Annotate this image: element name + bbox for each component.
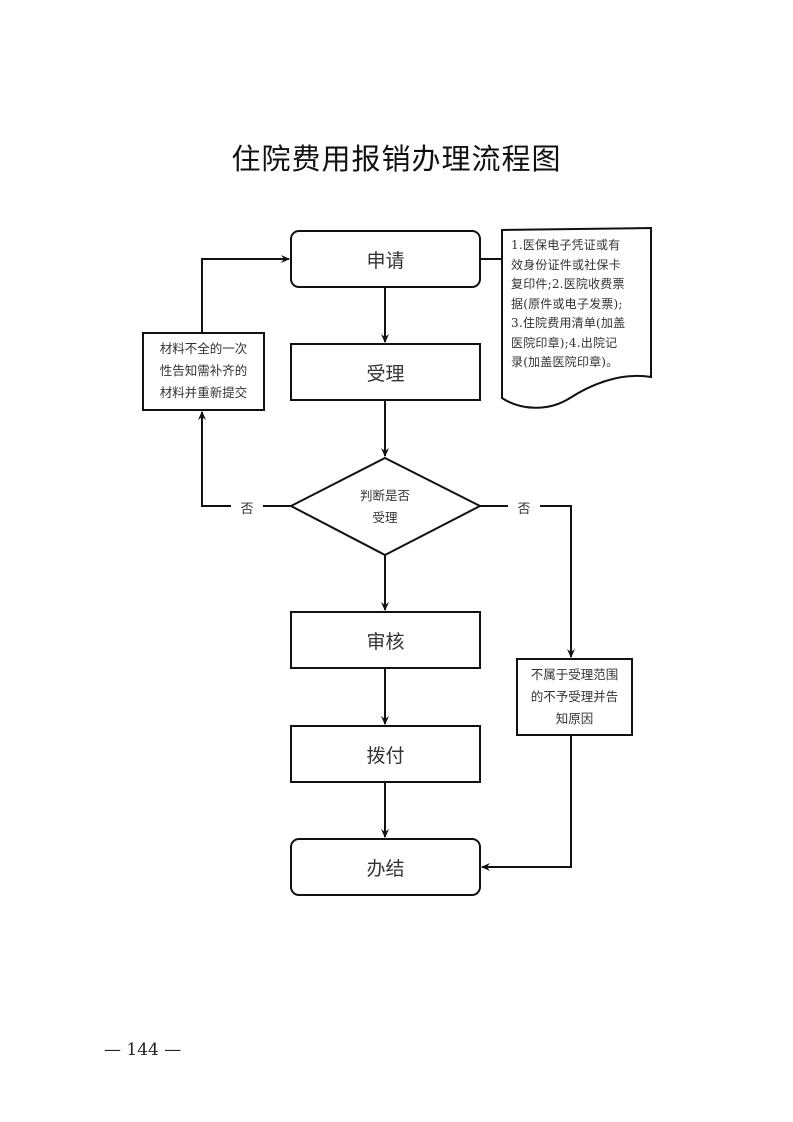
page-title: 住院费用报销办理流程图 xyxy=(231,142,562,176)
note-line: 3.住院费用清单(加盖 xyxy=(511,316,626,330)
note-line: 1.医保电子凭证或有 xyxy=(511,238,621,252)
incomplete-node xyxy=(142,332,265,411)
incomplete-line: 性告知需补齐的 xyxy=(159,363,248,378)
note-line: 医院印章);4.出院记 xyxy=(511,335,618,350)
right-no-label: 否 xyxy=(517,502,531,517)
reject-line: 不属于受理范围 xyxy=(530,667,619,682)
note-line: 效身份证件或社保卡 xyxy=(511,257,621,272)
note-line: 录(加盖医院印章)。 xyxy=(511,355,619,369)
reject-label: 不属于受理范围 的不予受理并告 知原因 xyxy=(517,664,632,730)
edge-decision-right-b xyxy=(540,505,575,658)
accept-label: 受理 xyxy=(366,363,405,385)
document-note: 1.医保电子凭证或有 效身份证件或社保卡 复印件;2.医院收费票 据(原件或电子… xyxy=(511,236,643,373)
left-no-label: 否 xyxy=(240,502,254,517)
document-note-shape xyxy=(501,226,652,409)
page-number: — 144 — xyxy=(104,1040,182,1060)
incomplete-line: 材料不全的一次 xyxy=(159,341,248,356)
payment-label: 拨付 xyxy=(366,745,405,767)
decision-label-line2: 受理 xyxy=(372,510,398,525)
note-line: 据(原件或电子发票); xyxy=(511,296,623,311)
reject-node xyxy=(516,658,633,736)
incomplete-label: 材料不全的一次 性告知需补齐的 材料并重新提交 xyxy=(143,338,264,404)
edge-decision-left-b xyxy=(198,411,231,507)
complete-node xyxy=(290,838,481,896)
payment-node xyxy=(290,725,481,783)
complete-label: 办结 xyxy=(366,858,405,880)
decision-label-line1: 判断是否 xyxy=(359,488,410,503)
review-label: 审核 xyxy=(366,631,405,653)
apply-label: 申请 xyxy=(366,250,405,272)
incomplete-line: 材料并重新提交 xyxy=(159,385,248,400)
edge-incomplete-apply xyxy=(201,255,290,333)
reject-line: 的不予受理并告 xyxy=(530,689,619,704)
note-line: 复印件;2.医院收费票 xyxy=(511,277,625,291)
reject-line: 知原因 xyxy=(555,711,594,726)
edge-reject-complete xyxy=(481,735,572,871)
